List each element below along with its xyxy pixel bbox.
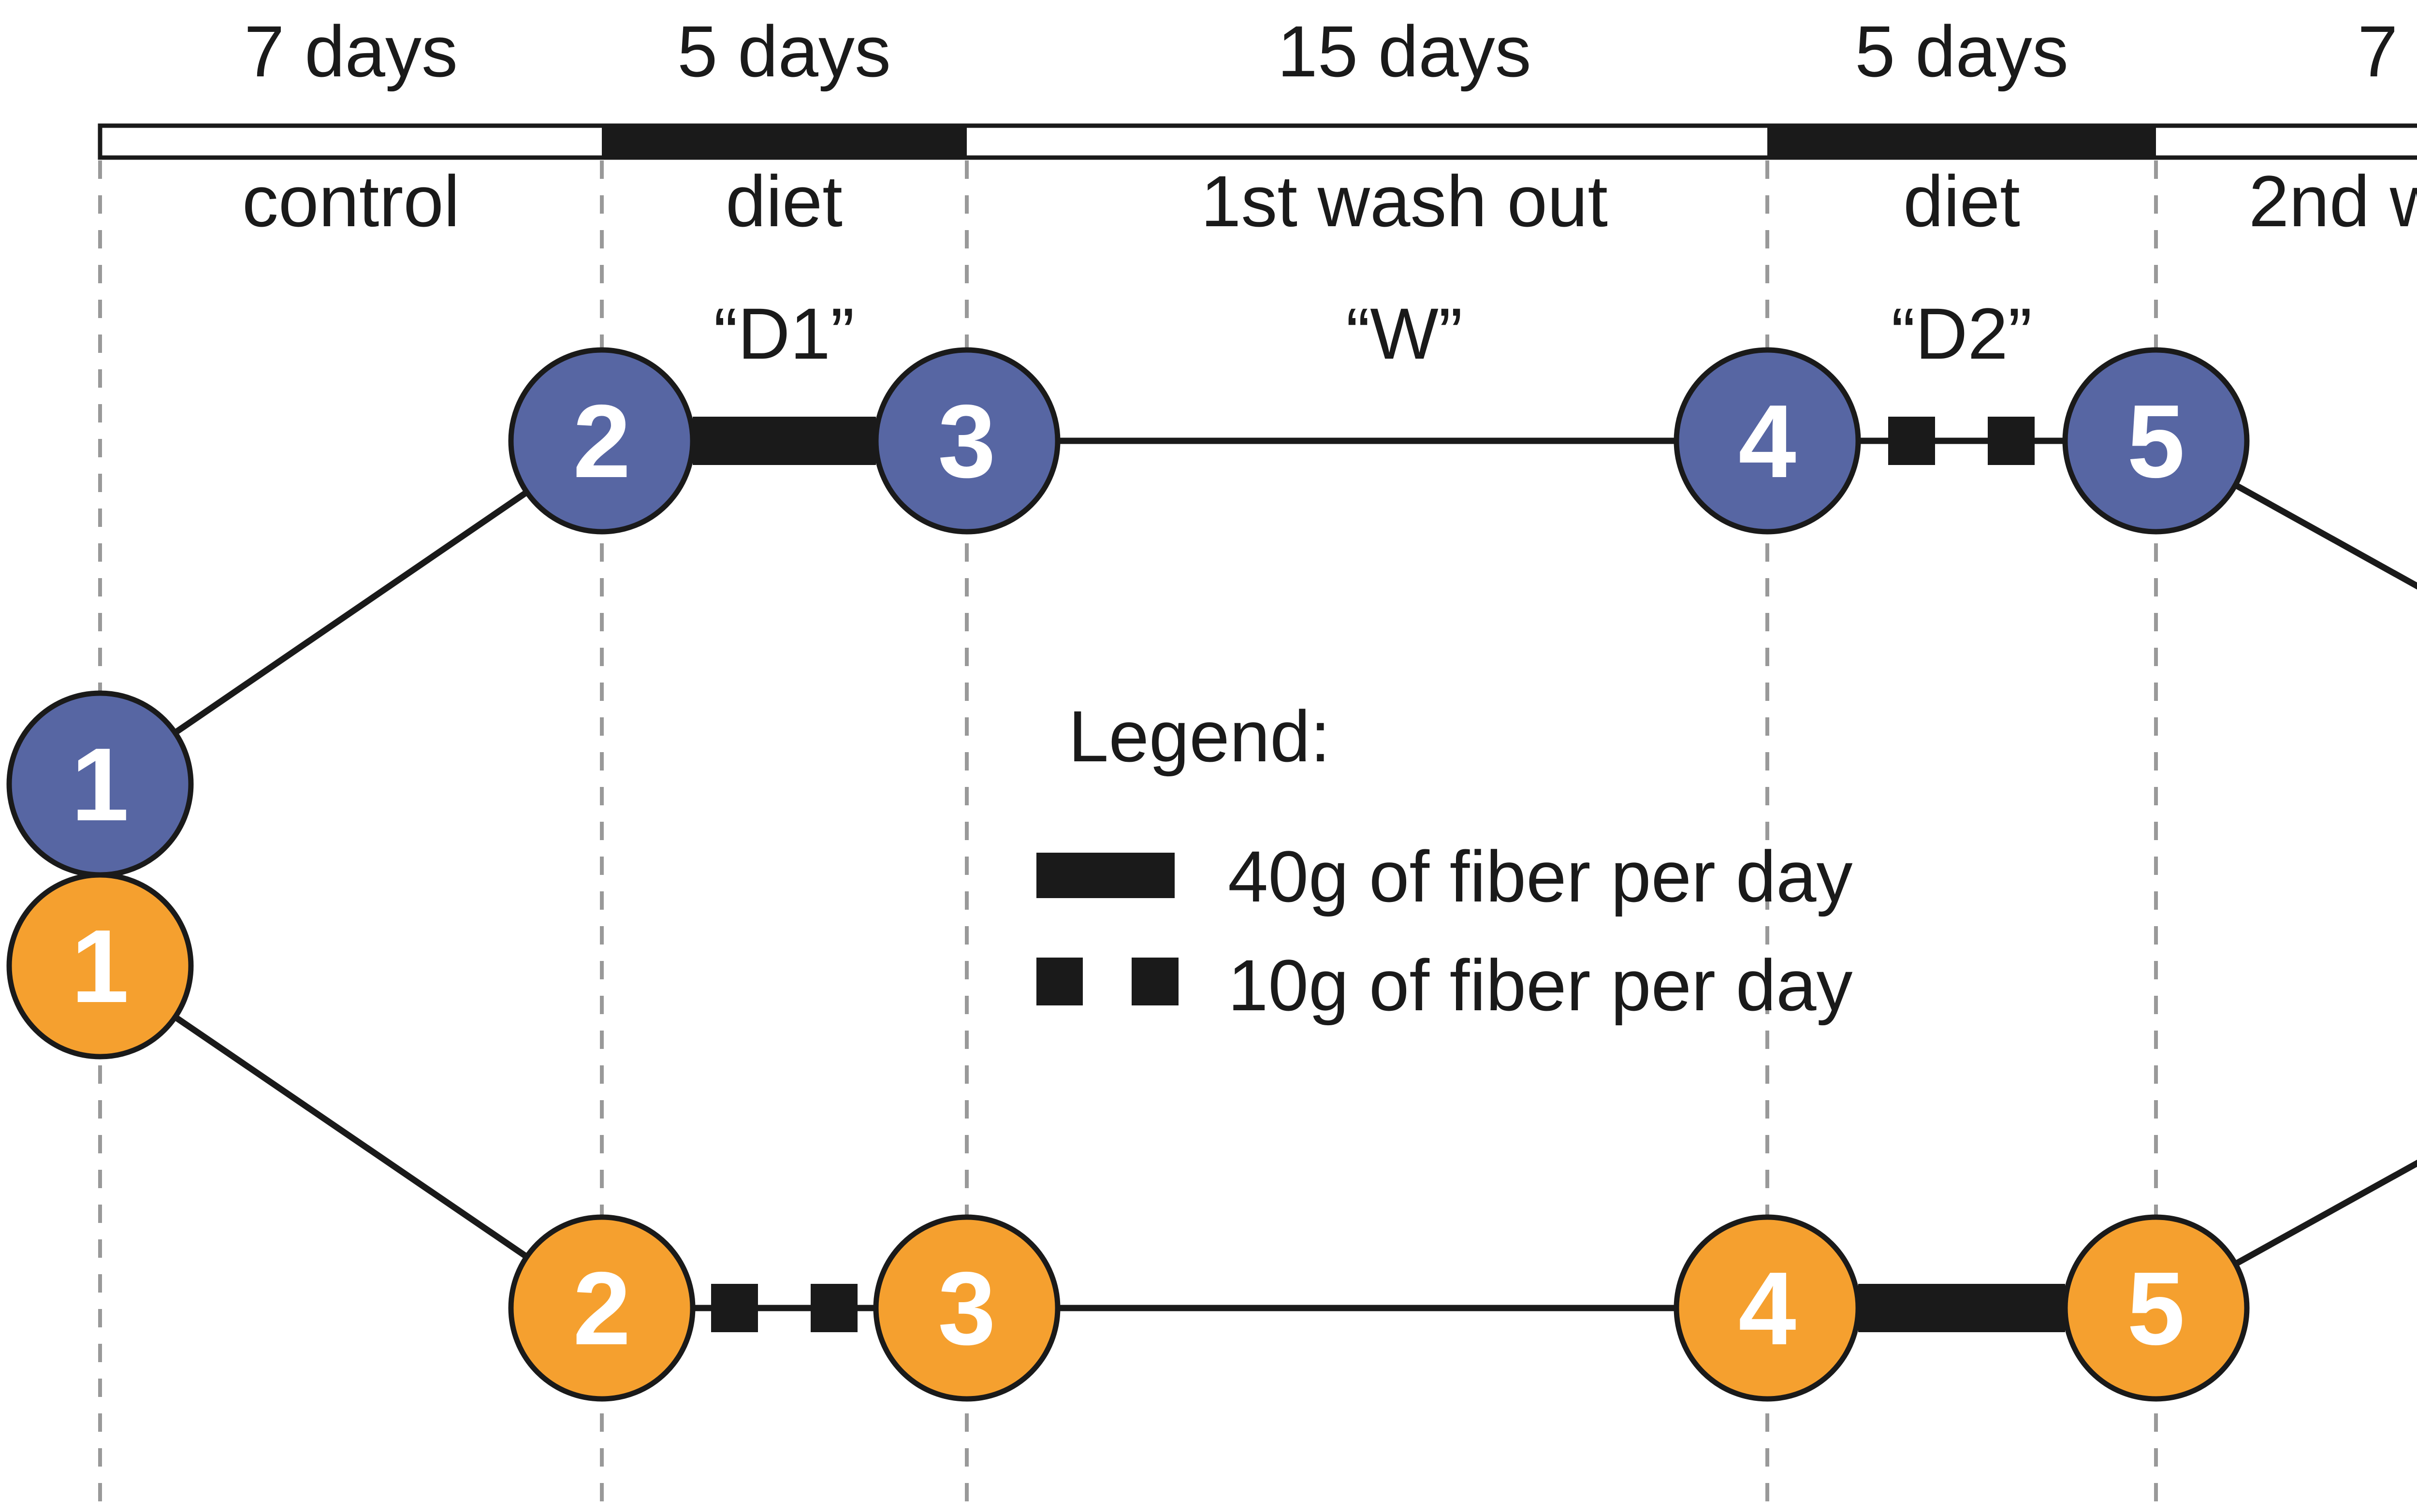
- timepoint-circle-orange-4: [1674, 1214, 1861, 1402]
- timepoint-number-blue-3: 3: [938, 383, 996, 499]
- legend-swatch-10g-square-a: [1036, 958, 1083, 1005]
- blue-arm-connector-1-2: [98, 438, 604, 787]
- timepoint-number-blue-5: 5: [2127, 383, 2185, 499]
- diet1-bar-segment: [602, 123, 967, 160]
- duration-label-washout2: 7 days: [2358, 11, 2417, 92]
- timepoint-circle-orange-2: [508, 1214, 696, 1402]
- timepoint-number-blue-2: 2: [573, 383, 631, 499]
- timepoint-number-orange-5: 5: [2127, 1250, 2185, 1367]
- phase-label-washout1: 1st wash out: [1201, 160, 1608, 242]
- fiber40-bar-orange-4-5: [1858, 1284, 2065, 1332]
- timepoint-number-orange-1: 1: [71, 908, 129, 1024]
- phase-code-d1: “D1”: [713, 293, 855, 374]
- fiber10-square-blue-4-5-b: [1988, 417, 2035, 465]
- timepoint-circle-orange-3: [873, 1214, 1061, 1402]
- phase-label-diet1: diet: [726, 160, 843, 242]
- duration-label-control: 7 days: [244, 11, 458, 92]
- phase-code-d2: “D2”: [1891, 293, 2032, 374]
- legend-label-40g: 40g of fiber per day: [1228, 836, 1853, 917]
- fiber40-bar-blue-2-3: [693, 417, 876, 465]
- orange-arm-connector-5-6: [2154, 1160, 2417, 1311]
- timepoint-circle-blue-2: [508, 347, 696, 535]
- legend-swatch-10g-square-b: [1132, 958, 1179, 1005]
- timepoint-number-orange-4: 4: [1738, 1250, 1796, 1367]
- phase-label-washout2: 2nd wash out: [2249, 160, 2417, 242]
- timepoint-circle-blue-4: [1674, 347, 1861, 535]
- legend-label-10g: 10g of fiber per day: [1228, 945, 1853, 1026]
- timepoint-circle-blue-5: [2062, 347, 2250, 535]
- duration-label-diet2: 5 days: [1855, 11, 2068, 92]
- timepoint-number-blue-4: 4: [1738, 383, 1796, 499]
- timepoint-number-orange-2: 2: [573, 1250, 631, 1367]
- duration-label-washout1: 15 days: [1277, 11, 1531, 92]
- legend-title: Legend:: [1068, 696, 1330, 777]
- orange-arm-connector-1-2: [98, 963, 604, 1311]
- fiber10-square-orange-2-3-b: [811, 1284, 858, 1332]
- phase-label-diet2: diet: [1903, 160, 2020, 242]
- fiber10-square-blue-4-5-a: [1888, 417, 1935, 465]
- fiber10-square-orange-2-3-a: [711, 1284, 758, 1332]
- timepoint-number-orange-3: 3: [938, 1250, 996, 1367]
- phase-label-control: control: [242, 160, 460, 242]
- duration-label-diet1: 5 days: [677, 11, 891, 92]
- timepoint-number-blue-1: 1: [71, 726, 129, 843]
- timepoint-circle-orange-5: [2062, 1214, 2250, 1402]
- blue-arm-connector-5-6: [2154, 438, 2417, 590]
- phase-code-w: “W”: [1346, 293, 1462, 374]
- timepoint-circle-orange-1: [6, 872, 194, 1060]
- legend-swatch-40g-bar: [1036, 853, 1175, 898]
- diet2-bar-segment: [1767, 123, 2156, 160]
- timepoint-circle-blue-3: [873, 347, 1061, 535]
